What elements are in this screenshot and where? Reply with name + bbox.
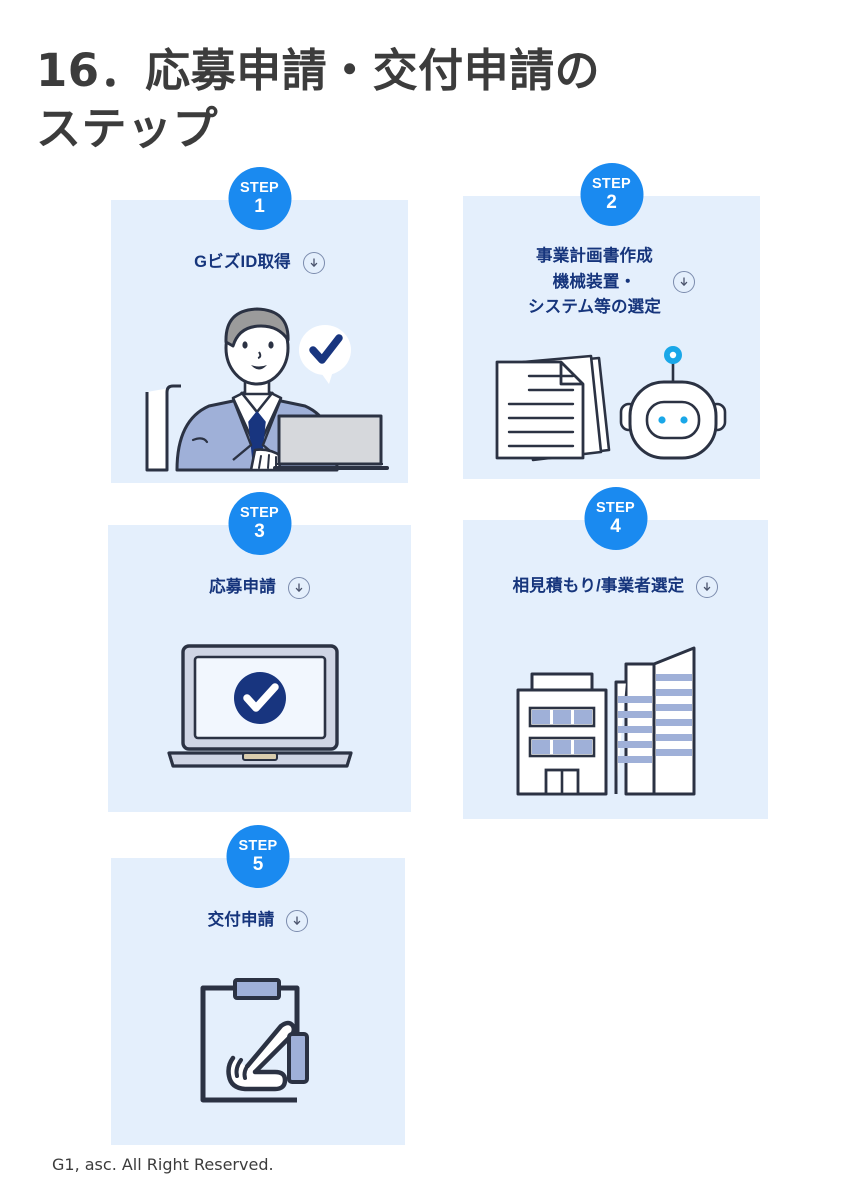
step-label-3: 応募申請 — [209, 578, 276, 596]
step-card-4: STEP 4 相見積もり/事業者選定 — [463, 487, 768, 819]
step-header-3: 応募申請 — [108, 575, 411, 601]
step-badge-number: 4 — [610, 515, 621, 537]
step-badge-number: 1 — [254, 195, 265, 217]
step-header-1: GビズID取得 — [111, 250, 408, 276]
step-label-5: 交付申請 — [207, 911, 275, 929]
down-arrow-circle-icon — [286, 909, 309, 932]
step-badge-2: STEP 2 — [580, 163, 643, 226]
step-illustration-1 — [111, 300, 408, 480]
step-badge-3: STEP 3 — [228, 492, 291, 555]
step-illustration-2 — [463, 346, 760, 471]
down-arrow-circle-icon — [696, 575, 719, 598]
page-title: 16．応募申請・交付申請の ステップ — [36, 44, 601, 155]
down-arrow-circle-icon — [287, 576, 310, 599]
step-header-2: 事業計画書作成 機械装置・ システム等の選定 — [463, 244, 760, 321]
step-header-4: 相見積もり/事業者選定 — [463, 574, 768, 600]
step-badge-word: STEP — [595, 500, 636, 517]
footer-copyright: G1, asc. All Right Reserved. — [52, 1155, 274, 1174]
step-badge-word: STEP — [239, 180, 280, 197]
step-illustration-5 — [111, 976, 405, 1111]
step-card-3: STEP 3 応募申請 — [108, 492, 411, 812]
step-label-2: 事業計画書作成 機械装置・ システム等の選定 — [527, 247, 662, 317]
down-arrow-circle-icon — [673, 271, 696, 294]
down-arrow-circle-icon — [302, 251, 325, 274]
step-header-5: 交付申請 — [111, 908, 405, 934]
step-label-1: GビズID取得 — [194, 253, 291, 271]
step-label-4: 相見積もり/事業者選定 — [512, 577, 685, 595]
step-badge-1: STEP 1 — [228, 167, 291, 230]
step-badge-5: STEP 5 — [226, 825, 290, 888]
step-illustration-4 — [463, 640, 768, 800]
step-card-5: STEP 5 交付申請 — [111, 825, 405, 1145]
step-badge-4: STEP 4 — [584, 487, 647, 550]
step-badge-number: 2 — [606, 191, 617, 213]
step-illustration-3 — [108, 640, 411, 775]
step-badge-number: 3 — [254, 520, 265, 542]
step-badge-number: 5 — [252, 853, 264, 875]
step-card-2: STEP 2 事業計画書作成 機械装置・ システム等の選定 — [463, 163, 760, 479]
step-badge-word: STEP — [239, 505, 280, 522]
step-card-1: STEP 1 GビズID取得 — [111, 167, 408, 483]
step-badge-word: STEP — [238, 838, 278, 855]
step-badge-word: STEP — [591, 176, 632, 193]
